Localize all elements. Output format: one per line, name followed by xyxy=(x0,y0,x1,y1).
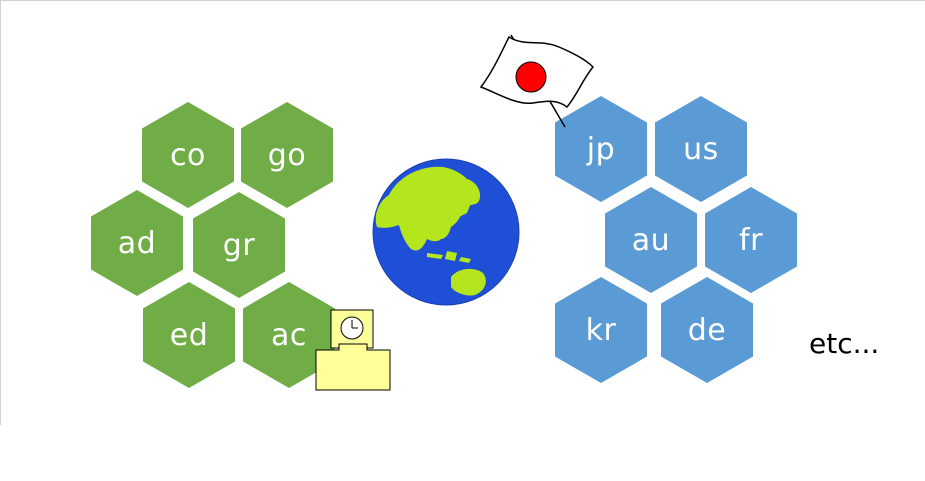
slide: co go ad gr ed ac jp us au fr kr de etc.… xyxy=(0,0,925,425)
hex-domain-go: go xyxy=(241,102,333,208)
globe-icon xyxy=(372,158,520,306)
hex-domain-kr: kr xyxy=(555,277,647,383)
hex-domain-ed: ed xyxy=(143,282,235,388)
time-recorder-icon xyxy=(315,309,391,391)
hex-domain-co: co xyxy=(142,102,234,208)
hex-domain-de: de xyxy=(661,277,753,383)
hex-domain-gr: gr xyxy=(193,192,285,298)
hex-domain-ad: ad xyxy=(91,190,183,296)
hex-domain-us: us xyxy=(655,96,747,202)
hex-domain-au: au xyxy=(605,187,697,293)
hex-domain-fr: fr xyxy=(705,187,797,293)
japan-flag-icon xyxy=(479,34,595,128)
etc-label: etc... xyxy=(809,327,880,360)
